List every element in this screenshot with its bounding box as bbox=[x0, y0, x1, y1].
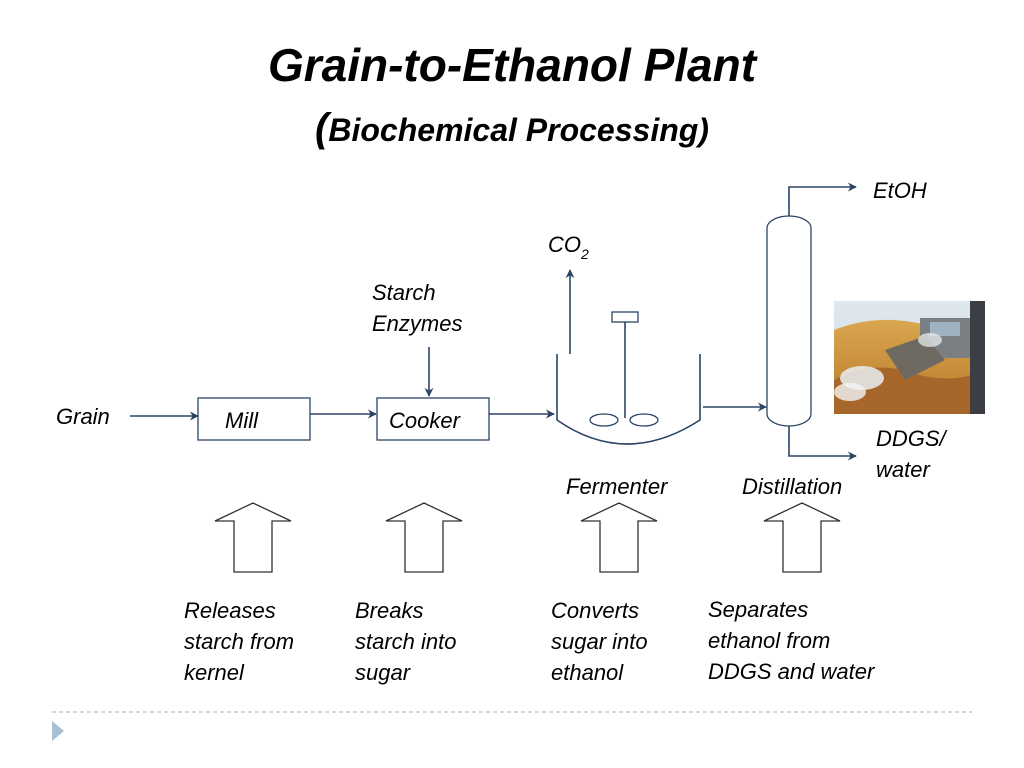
mill-box bbox=[197, 397, 311, 441]
ddgs-arrow bbox=[788, 426, 857, 461]
desc-distillation-line-3: DDGS and water bbox=[708, 659, 876, 684]
co2-subscript: 2 bbox=[580, 246, 589, 262]
cooker-box bbox=[376, 397, 490, 441]
distillation-column bbox=[766, 215, 812, 427]
up-arrow-fermenter bbox=[580, 502, 658, 573]
subtitle-close-paren: ) bbox=[698, 112, 709, 148]
agitator-motor bbox=[611, 311, 639, 323]
ddgs-pile-photo bbox=[834, 301, 985, 414]
up-arrow-cooker bbox=[385, 502, 463, 573]
etoh-arrow bbox=[788, 182, 857, 216]
desc-cooker-line-1: Breaks bbox=[355, 598, 423, 623]
agitator-blade-right bbox=[629, 413, 659, 427]
desc-cooker-line-2: starch into bbox=[355, 629, 457, 654]
up-arrow-mill bbox=[214, 502, 292, 573]
desc-fermenter-line-3: ethanol bbox=[551, 660, 624, 685]
mill-label: Mill bbox=[225, 408, 259, 433]
desc-distillation-line-1: Separates bbox=[708, 597, 808, 622]
subtitle-text: Biochemical Processing bbox=[328, 112, 699, 148]
desc-fermenter-line-1: Converts bbox=[551, 598, 639, 623]
distillation-label: Distillation bbox=[742, 474, 842, 499]
fermenter-vessel bbox=[556, 354, 701, 445]
ddgs-label: DDGS/ bbox=[876, 426, 948, 451]
grain-label: Grain bbox=[56, 404, 110, 429]
desc-distillation-line-2: ethanol from bbox=[708, 628, 830, 653]
co2-text: CO bbox=[548, 232, 581, 257]
desc-mill-line-1: Releases bbox=[184, 598, 276, 623]
desc-fermenter-line-2: sugar into bbox=[551, 629, 648, 654]
etoh-label: EtOH bbox=[873, 178, 927, 203]
up-arrow-distillation bbox=[763, 502, 841, 573]
footer-triangle-icon bbox=[52, 721, 64, 741]
water-label: water bbox=[876, 457, 931, 482]
desc-cooker-line-3: sugar bbox=[355, 660, 412, 685]
desc-mill-line-2: starch from bbox=[184, 629, 294, 654]
page-subtitle: (Biochemical Processing) bbox=[0, 106, 1024, 151]
agitator-blade-left bbox=[589, 413, 619, 427]
cooker-label: Cooker bbox=[389, 408, 462, 433]
fermenter-label: Fermenter bbox=[566, 474, 669, 499]
page-title: Grain-to-Ethanol Plant bbox=[267, 39, 757, 91]
subtitle-open-paren: ( bbox=[315, 106, 329, 150]
co2-label: CO2 bbox=[548, 232, 589, 262]
desc-mill-line-3: kernel bbox=[184, 660, 245, 685]
starch-label: Starch bbox=[372, 280, 436, 305]
enzymes-label: Enzymes bbox=[372, 311, 462, 336]
